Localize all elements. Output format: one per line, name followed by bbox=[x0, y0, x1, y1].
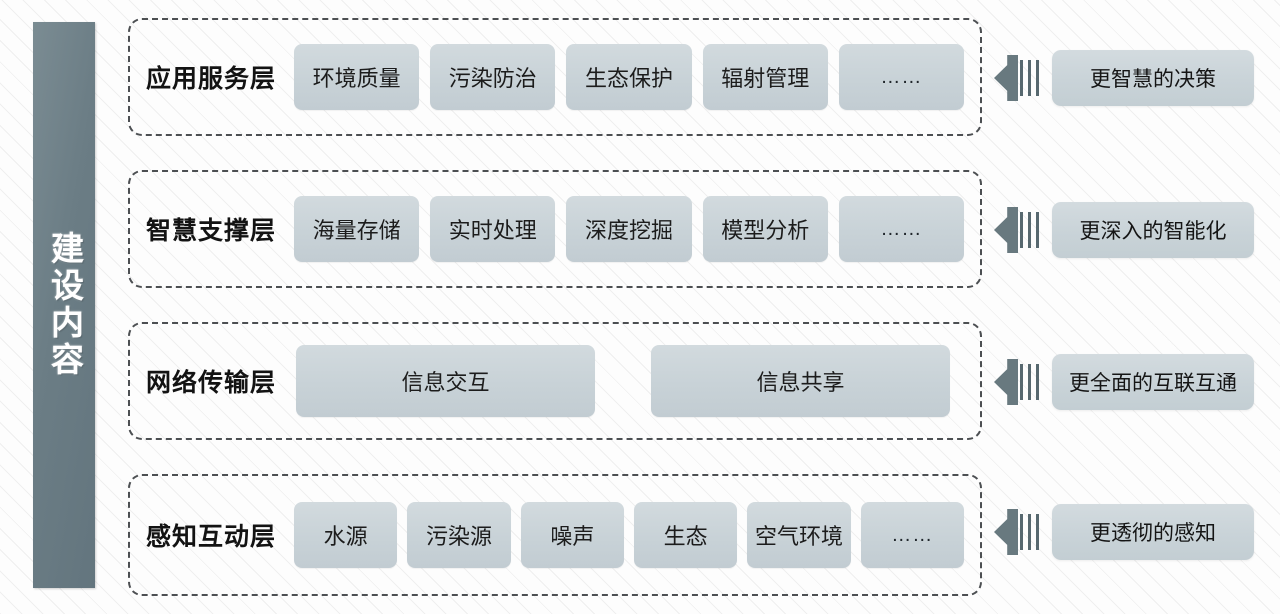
layer-row-application-service: 应用服务层 环境质量 污染防治 生态保护 辐射管理 …… bbox=[128, 18, 982, 136]
layer-item-ellipsis[interactable]: …… bbox=[838, 196, 965, 262]
layer-item[interactable]: 信息共享 bbox=[651, 345, 950, 417]
layer-item[interactable]: 信息交互 bbox=[296, 345, 595, 417]
left-arrow-icon bbox=[994, 207, 1044, 253]
left-arrow-head-icon bbox=[994, 359, 1018, 405]
left-arrow-tail-icon bbox=[1020, 514, 1044, 550]
layer-item[interactable]: 模型分析 bbox=[702, 196, 828, 262]
layer-item[interactable]: 环境质量 bbox=[294, 44, 420, 110]
sidebar-title-label: 建设内容 bbox=[46, 231, 84, 379]
left-arrow-tail-icon bbox=[1020, 364, 1044, 400]
sidebar-title-bar: 建设内容 bbox=[33, 22, 95, 588]
layer-title: 网络传输层 bbox=[145, 369, 276, 397]
left-arrow-head-icon bbox=[994, 509, 1018, 555]
layer-item[interactable]: 辐射管理 bbox=[702, 44, 828, 110]
layer-title: 感知互动层 bbox=[145, 523, 276, 551]
outcome-pill[interactable]: 更全面的互联互通 bbox=[1052, 354, 1254, 410]
layer-item-ellipsis[interactable]: …… bbox=[860, 502, 964, 568]
layer-item[interactable]: 深度挖掘 bbox=[566, 196, 692, 262]
layer-item-strip: 水源 污染源 噪声 生态 空气环境 …… bbox=[292, 476, 980, 594]
left-arrow-head-icon bbox=[994, 207, 1018, 253]
layer-item[interactable]: 噪声 bbox=[520, 502, 624, 568]
outcome-pill[interactable]: 更深入的智能化 bbox=[1052, 202, 1254, 258]
left-arrow-head-icon bbox=[994, 55, 1018, 101]
left-arrow-tail-icon bbox=[1020, 212, 1044, 248]
layer-item-strip: 信息交互 信息共享 bbox=[292, 324, 980, 438]
layer-item[interactable]: 污染防治 bbox=[430, 44, 556, 110]
layer-title: 应用服务层 bbox=[145, 65, 276, 93]
layer-item[interactable]: 水源 bbox=[294, 502, 398, 568]
layer-title: 智慧支撑层 bbox=[145, 217, 276, 245]
left-arrow-icon bbox=[994, 55, 1044, 101]
layer-item[interactable]: 海量存储 bbox=[294, 196, 420, 262]
layer-item[interactable]: 空气环境 bbox=[747, 502, 851, 568]
outcome-pill[interactable]: 更透彻的感知 bbox=[1052, 504, 1254, 560]
layer-item[interactable]: 生态保护 bbox=[566, 44, 692, 110]
layer-row-smart-support: 智慧支撑层 海量存储 实时处理 深度挖掘 模型分析 …… bbox=[128, 170, 982, 288]
left-arrow-icon bbox=[994, 509, 1044, 555]
layer-item[interactable]: 生态 bbox=[633, 502, 738, 568]
layer-item[interactable]: 实时处理 bbox=[430, 196, 556, 262]
layer-row-network-transport: 网络传输层 信息交互 信息共享 bbox=[128, 322, 982, 440]
layer-item[interactable]: 污染源 bbox=[407, 502, 511, 568]
left-arrow-tail-icon bbox=[1020, 60, 1044, 96]
layer-item-strip: 海量存储 实时处理 深度挖掘 模型分析 …… bbox=[292, 172, 980, 286]
outcome-pill[interactable]: 更智慧的决策 bbox=[1052, 50, 1254, 106]
left-arrow-icon bbox=[994, 359, 1044, 405]
layer-item-ellipsis[interactable]: …… bbox=[838, 44, 965, 110]
layer-row-perception-interaction: 感知互动层 水源 污染源 噪声 生态 空气环境 …… bbox=[128, 474, 982, 596]
layer-item-strip: 环境质量 污染防治 生态保护 辐射管理 …… bbox=[292, 20, 980, 134]
